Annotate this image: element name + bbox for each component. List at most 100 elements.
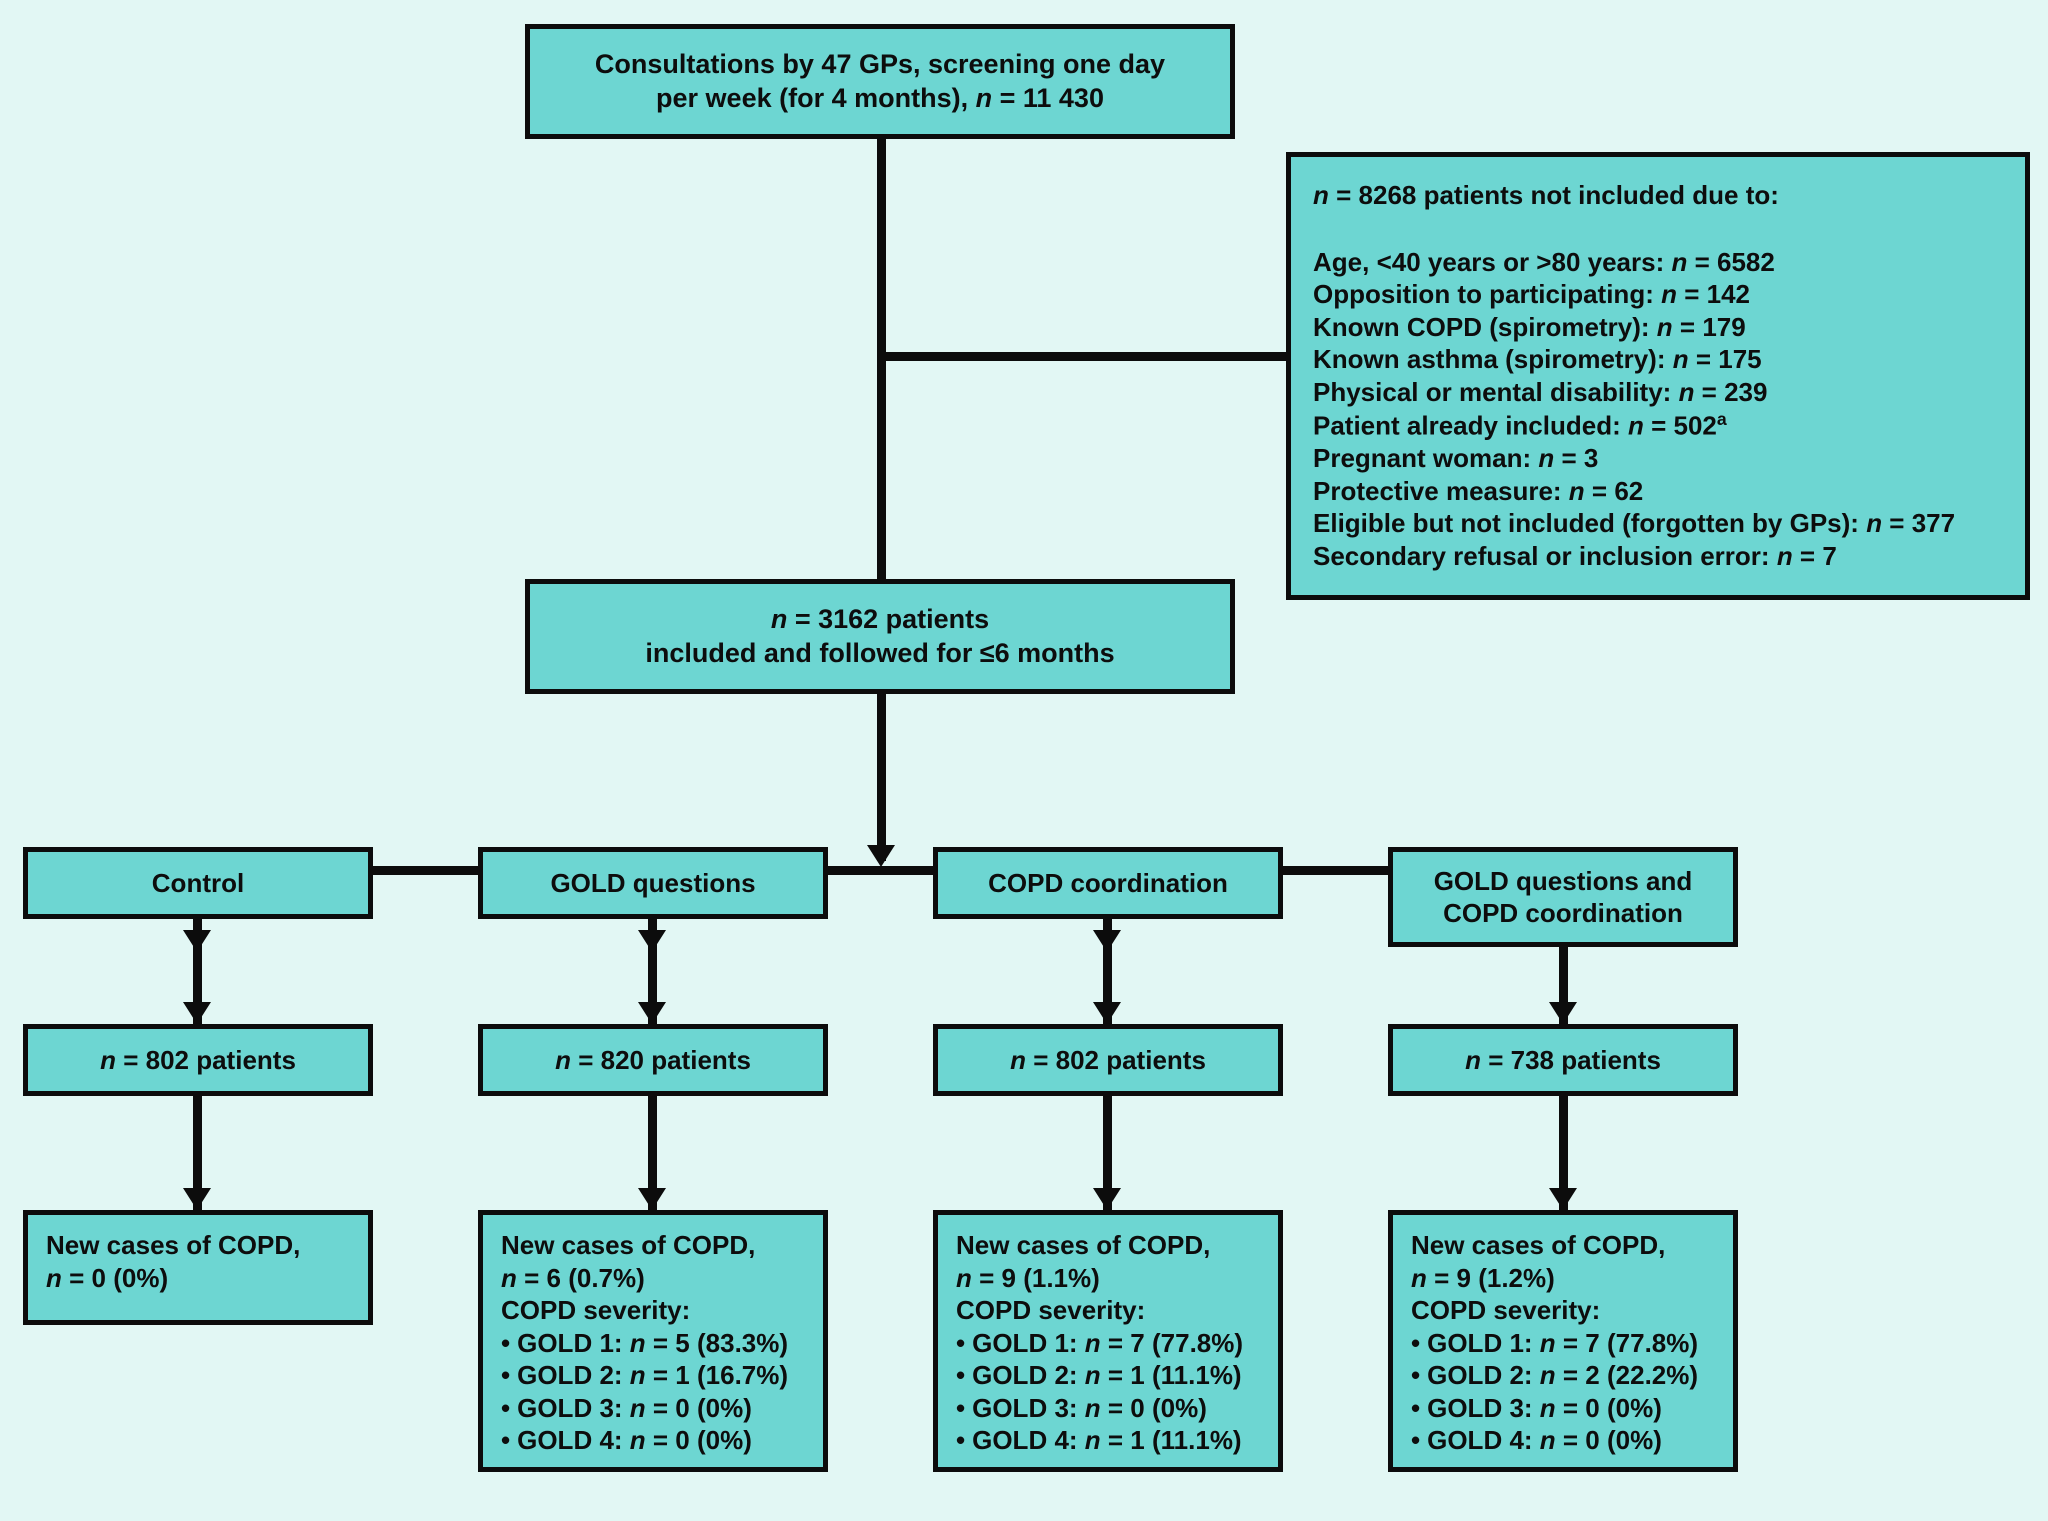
included-followup: included and followed for ≤6 months [645,637,1115,668]
exclusion-row: Pregnant woman: n = 3 [1313,442,2003,475]
result-severity-item: •GOLD 1: n = 7 (77.8%) [956,1327,1260,1360]
result-cases: n = 0 (0%) [46,1262,350,1295]
exclusion-reason: Protective measure: [1313,475,1569,506]
severity-grade: GOLD 2: [517,1360,630,1390]
node-group-header-copd-coordination: COPD coordination [933,847,1283,919]
group-header-line1: GOLD questions [550,867,756,898]
count-n: n [100,1044,116,1075]
result-severity-item: •GOLD 2: n = 2 (22.2%) [1411,1359,1715,1392]
connector-count-3-to-result [1103,1096,1112,1211]
exclusion-row: Secondary refusal or inclusion error: n … [1313,540,2003,573]
arrowhead-result-4 [1549,1188,1577,1210]
node-count-control: n = 802 patients [23,1024,373,1096]
result-cases-value: = 0 (0%) [61,1262,169,1293]
exclusion-value: = 6582 [1687,246,1775,277]
severity-n: n [629,1425,646,1455]
node-group-header-gold-and-coordination: GOLD questions and COPD coordination [1388,847,1738,947]
count-n: n [1465,1044,1481,1075]
exclusion-reason: Known COPD (spirometry): [1313,311,1657,342]
exclusion-n: n [1661,279,1677,309]
severity-value: = 1 (16.7%) [645,1360,789,1390]
severity-grade: GOLD 1: [972,1327,1085,1358]
exclusion-row: Physical or mental disability: n = 239 [1313,376,2003,409]
exclusion-row: Eligible but not included (forgotten by … [1313,507,2003,540]
result-title: New cases of COPD, [501,1230,756,1260]
connector-group-4-to-count [1559,947,1568,1024]
result-severity-item: •GOLD 4: n = 0 (0%) [501,1424,805,1457]
result-cases-value: = 9 (1.2%) [1426,1262,1555,1293]
result-severity-item: •GOLD 3: n = 0 (0%) [501,1392,805,1425]
severity-grade: GOLD 4: [517,1425,630,1455]
bullet-icon: • [1411,1360,1421,1390]
bullet-icon: • [956,1327,966,1358]
connector-group-3-to-count [1103,919,1112,1024]
group-header-line1: GOLD questions and [1433,865,1693,896]
severity-value: = 7 (77.8%) [1555,1327,1699,1358]
exclusion-n: n [1538,443,1555,474]
result-severity-item: •GOLD 4: n = 0 (0%) [1411,1424,1715,1457]
node-count-copd-coordination: n = 802 patients [933,1024,1283,1096]
exclusion-value: = 62 [1584,475,1644,506]
exclusion-reason: Known asthma (spirometry): [1313,344,1673,374]
connector-branch-bus [193,866,1568,875]
exclusion-n: n [1568,475,1585,506]
severity-n: n [629,1392,646,1423]
group-header-line2: COPD coordination [1443,898,1683,928]
bullet-icon: • [501,1327,511,1358]
exclusion-footnote-marker: a [1716,409,1727,429]
exclusion-n: n [1866,508,1883,539]
consultations-line2-suffix: = 11 430 [992,82,1104,113]
bullet-icon: • [1411,1327,1421,1358]
group-header-line1: Control [151,867,245,898]
exclusion-row: Known asthma (spirometry): n = 175 [1313,343,2003,376]
severity-value: = 0 (0%) [1100,1392,1207,1423]
included-n: n [770,603,788,634]
consultations-line2-prefix: per week (for 4 months), [656,82,976,113]
exclusion-reason: Physical or mental disability: [1313,376,1679,407]
severity-value: = 2 (22.2%) [1555,1360,1699,1390]
exclusion-row: Patient already included: n = 502a [1313,408,2003,442]
bullet-icon: • [956,1392,966,1423]
consultations-line2-n: n [975,82,993,113]
result-severity-label: COPD severity: [1411,1295,1601,1325]
node-group-header-gold-questions: GOLD questions [478,847,828,919]
node-result-copd-coordination: New cases of COPD, n = 9 (1.1%) COPD sev… [933,1210,1283,1472]
node-result-control: New cases of COPD, n = 0 (0%) [23,1210,373,1325]
arrowhead-result-2 [638,1188,666,1210]
bullet-icon: • [1411,1425,1421,1455]
exclusion-row: Opposition to participating: n = 142 [1313,278,2003,311]
result-cases: n = 9 (1.1%) [956,1262,1260,1295]
severity-n: n [1084,1360,1101,1390]
exclusion-heading: n = 8268 patients not included due to: [1313,179,2003,212]
result-severity-item: •GOLD 3: n = 0 (0%) [1411,1392,1715,1425]
exclusion-row: Protective measure: n = 62 [1313,475,2003,508]
result-severity-label: COPD severity: [501,1295,691,1325]
exclusion-n: n [1776,540,1793,571]
result-title: New cases of COPD, [956,1230,1211,1260]
result-title: New cases of COPD, [1411,1230,1666,1260]
severity-n: n [1539,1327,1556,1358]
exclusion-value: = 179 [1672,311,1746,342]
severity-grade: GOLD 3: [517,1392,630,1423]
bullet-icon: • [1411,1392,1421,1423]
node-group-header-control: Control [23,847,373,919]
result-severity-item: •GOLD 4: n = 1 (11.1%) [956,1424,1260,1457]
severity-grade: GOLD 2: [1427,1360,1540,1390]
arrowhead-result-1 [183,1188,211,1210]
result-cases: n = 9 (1.2%) [1411,1262,1715,1295]
exclusion-value: = 239 [1694,376,1768,407]
result-cases-value: = 6 (0.7%) [516,1262,645,1293]
node-exclusions: n = 8268 patients not included due to: A… [1286,152,2030,600]
exclusion-heading-n: n [1313,180,1329,210]
exclusion-row: Known COPD (spirometry): n = 179 [1313,311,2003,344]
result-cases-n: n [501,1262,517,1293]
group-header-line1: COPD coordination [988,867,1228,898]
severity-n: n [1539,1392,1556,1423]
arrowhead-count-1 [183,1002,211,1024]
count-value: = 802 patients [115,1044,296,1075]
arrowhead-count-4 [1549,1002,1577,1024]
exclusion-n: n [1656,311,1673,342]
arrowhead-count-3 [1093,1002,1121,1024]
exclusion-n: n [1672,344,1689,374]
